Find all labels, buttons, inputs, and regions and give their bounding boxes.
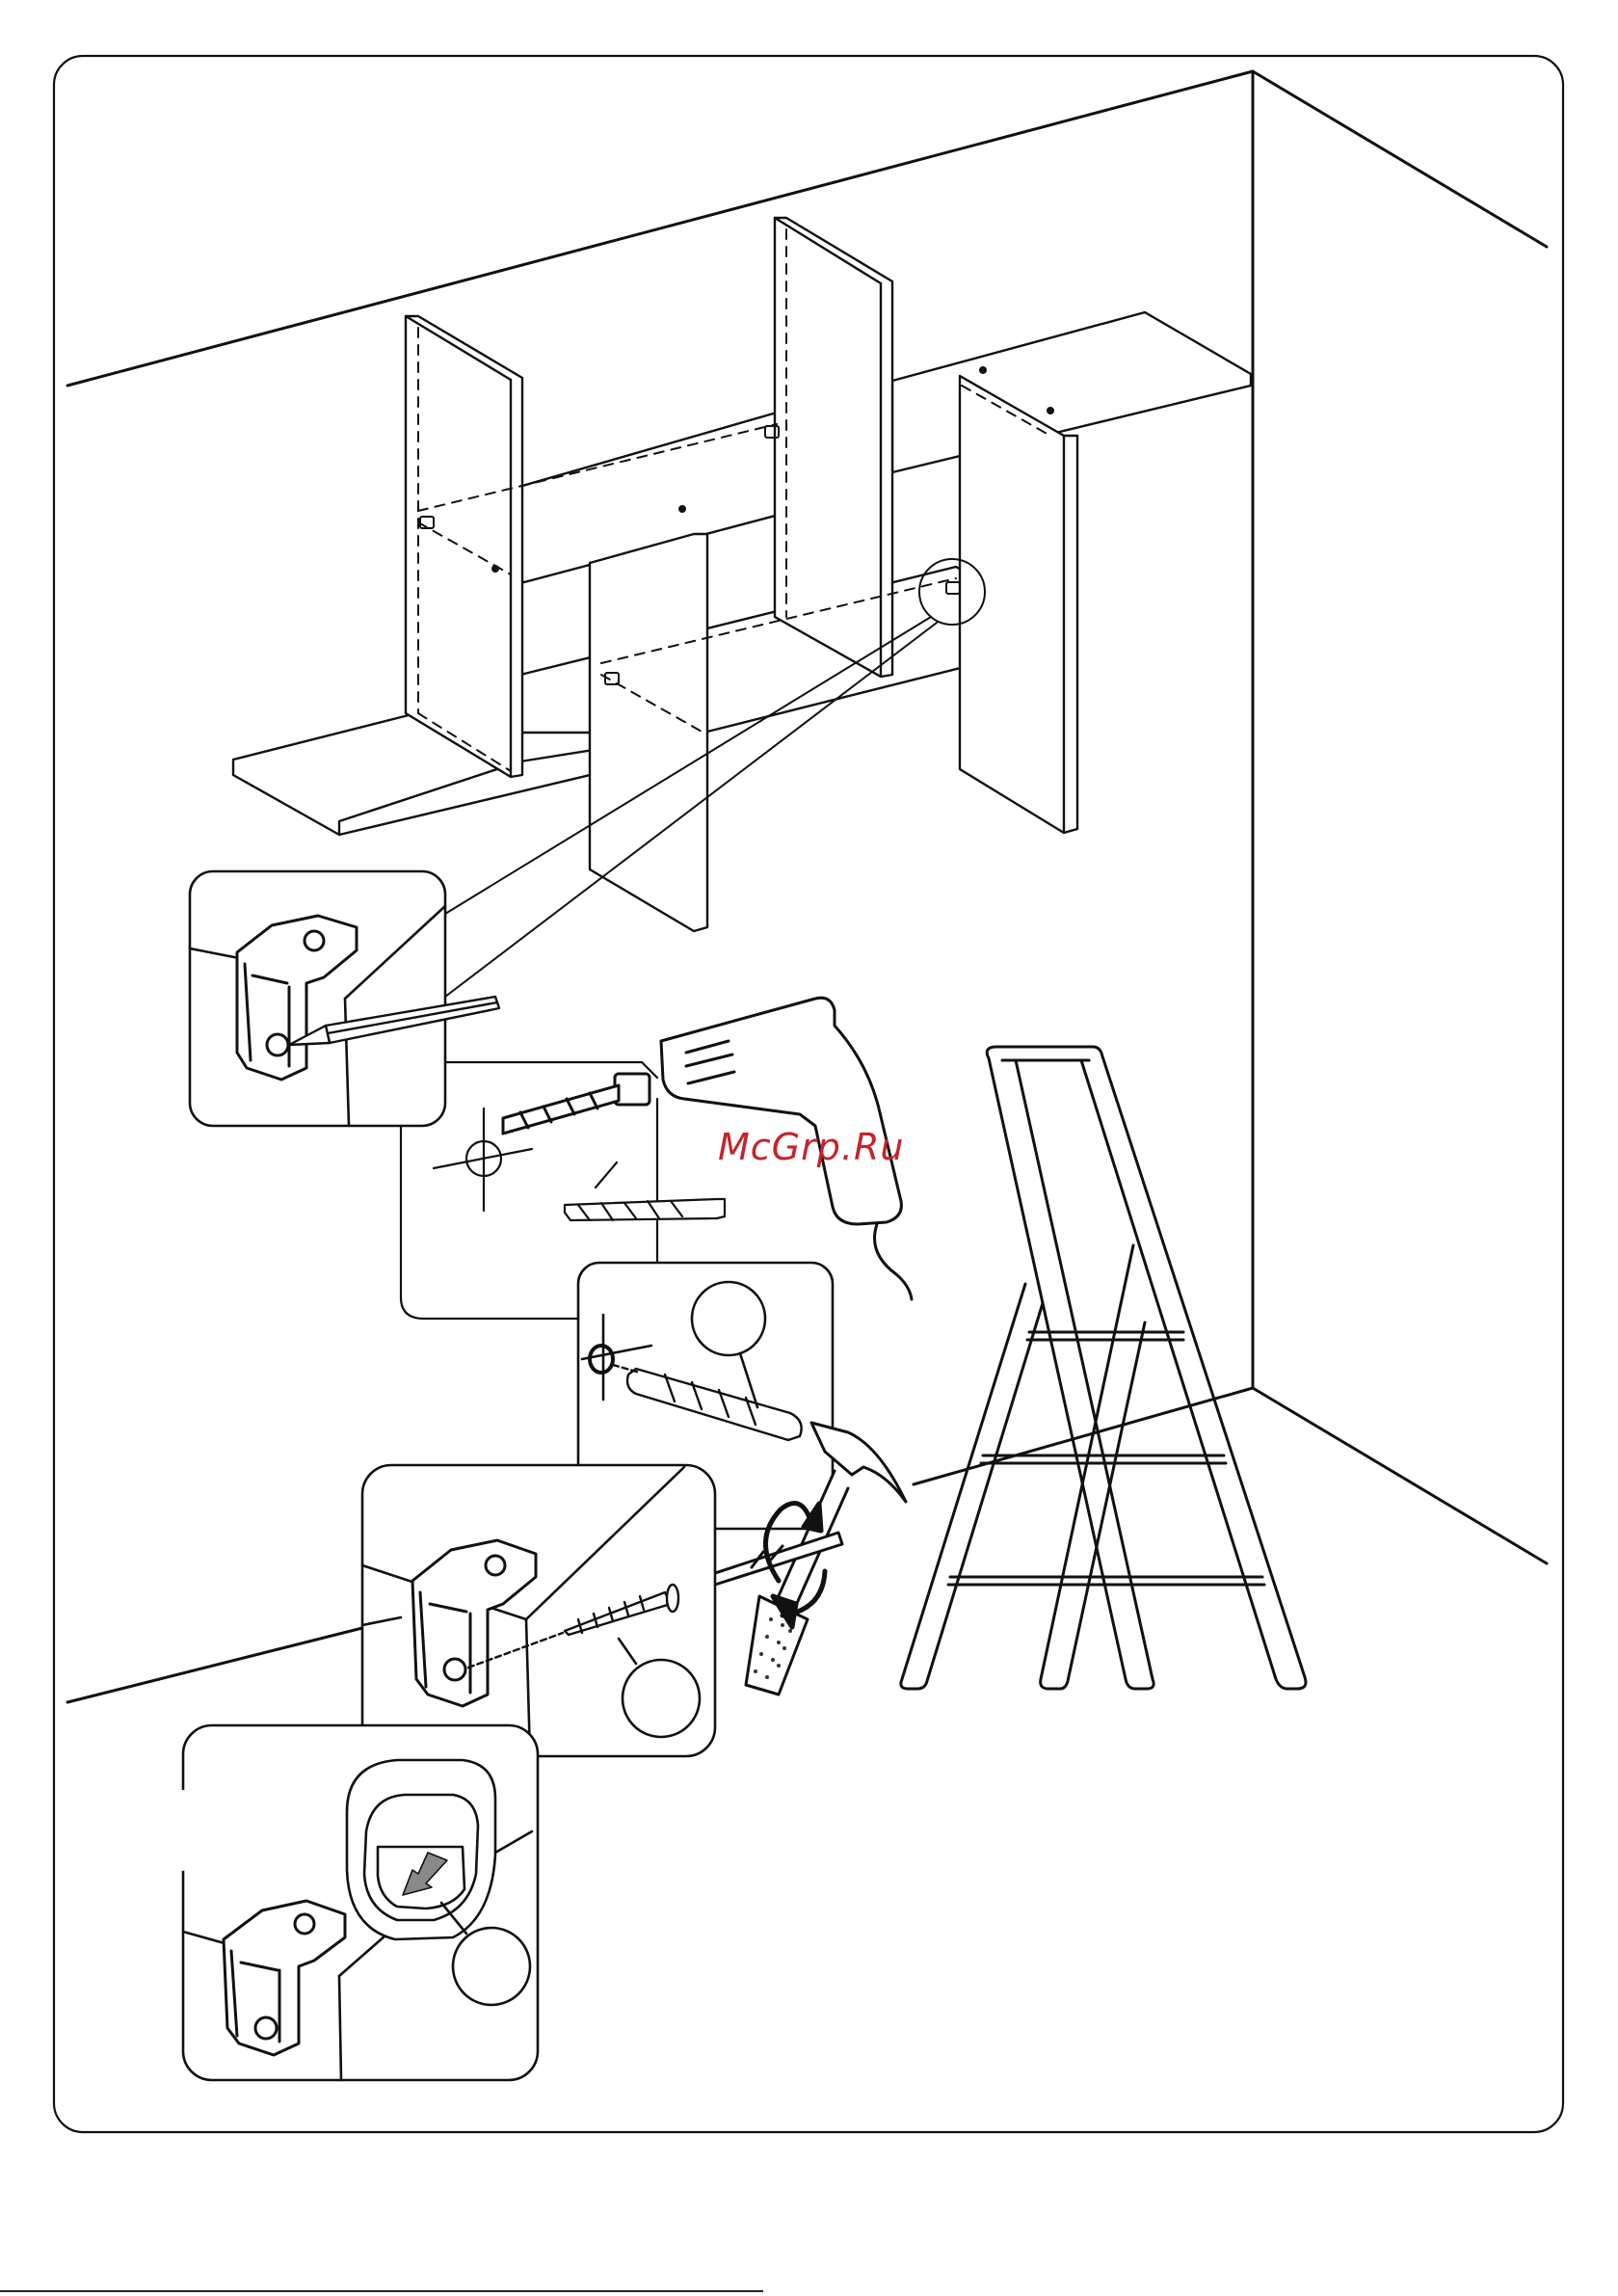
footer-rule — [0, 2290, 763, 2292]
drill-bit-icon — [565, 1162, 725, 1220]
detail-fix-screw — [362, 1465, 715, 1756]
wall-shelf-unit — [233, 218, 1251, 931]
watermark: McGrp.Ru — [718, 1126, 904, 1168]
stepladder-icon — [901, 1047, 1306, 1689]
detail-close-cap — [183, 1725, 538, 2080]
